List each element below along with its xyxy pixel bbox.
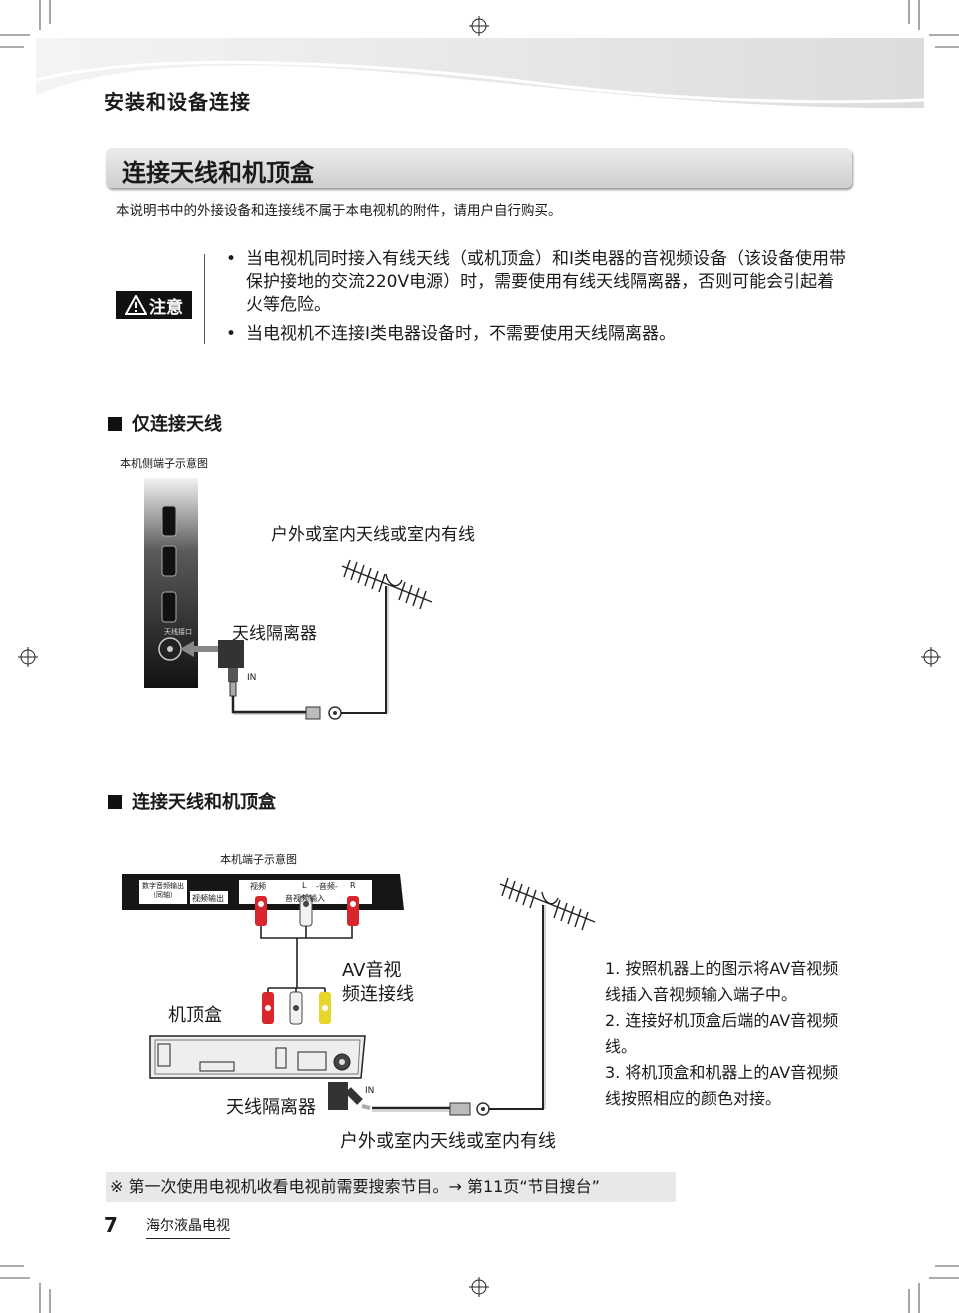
footnote: ※ 第一次使用电视机收看电视前需要搜索节目。→ 第11页“节目搜台” <box>106 1172 676 1202</box>
in-label: IN <box>365 1086 375 1096</box>
hdmi-port-icon <box>161 505 177 623</box>
panel-audio-label: -音频- <box>316 882 338 891</box>
section1-heading: 仅连接天线 <box>108 410 222 436</box>
rca-plug-icon <box>255 895 359 927</box>
step-item: 1. 按照机器上的图示将AV音视频线插入音视频输入端子中。 <box>605 959 839 1004</box>
isolator-icon <box>218 640 244 682</box>
in-label: IN <box>247 673 257 683</box>
panel-av-in-label: 音视频输入 <box>285 894 325 903</box>
isolator-icon <box>328 1082 363 1110</box>
av-cable-label: 频连接线 <box>342 984 414 1005</box>
av-cable-label: AV音视 <box>342 960 402 981</box>
header-swoosh <box>36 38 924 109</box>
antenna-port-label: 天线接口 <box>164 628 192 636</box>
rca-plug-icon <box>262 991 331 1025</box>
panel-video-out-label: 视频输出 <box>192 894 224 903</box>
set-top-box-icon <box>149 1035 366 1079</box>
antenna-label: 户外或室内天线或室内有线 <box>271 525 475 545</box>
caution-divider <box>204 254 205 344</box>
caution-badge: 注意 <box>116 291 192 319</box>
caution-note: 当电视机不连接I类电器设备时，不需要使用天线隔离器。 <box>226 323 846 346</box>
section1-diagram-caption: 本机侧端子示意图 <box>120 457 208 470</box>
square-bullet-icon <box>108 417 122 431</box>
panel-digital-audio-label: 数字音频输出 （同轴） <box>142 882 184 899</box>
warning-icon <box>125 295 147 315</box>
antenna-icon <box>499 877 596 931</box>
brand-name: 海尔液晶电视 <box>146 1215 230 1239</box>
page-title: 连接天线和机顶盒 <box>122 159 314 187</box>
intro-text: 本说明书中的外接设备和连接线不属于本电视机的附件，请用户自行购买。 <box>116 203 562 219</box>
page-number: 7 <box>104 1213 118 1237</box>
stb-label: 机顶盒 <box>168 1005 222 1026</box>
caution-note: 当电视机同时接入有线天线（或机顶盒）和I类电器的音视频设备（该设备使用带保护接地… <box>226 248 846 317</box>
square-bullet-icon <box>108 795 122 809</box>
isolator-label: 天线隔离器 <box>226 1097 316 1118</box>
caution-label: 注意 <box>149 297 183 318</box>
section2-heading: 连接天线和机顶盒 <box>108 788 276 814</box>
registration-mark <box>18 16 941 1297</box>
isolator-label: 天线隔离器 <box>232 624 317 644</box>
panel-video-label: 视频 <box>250 882 266 891</box>
step-item: 2. 连接好机顶盒后端的AV音视频线。 <box>605 1011 839 1056</box>
panel-r-label: R <box>350 881 356 890</box>
antenna-label: 户外或室内天线或室内有线 <box>340 1131 556 1152</box>
title-bar: 连接天线和机顶盒 <box>106 148 852 188</box>
step-item: 3. 将机顶盒和机器上的AV音视频线按照相应的颜色对接。 <box>605 1063 839 1108</box>
panel-l-label: L <box>302 881 307 890</box>
caution-notes: 当电视机同时接入有线天线（或机顶盒）和I类电器的音视频设备（该设备使用带保护接地… <box>226 248 846 352</box>
section2-diagram-caption: 本机端子示意图 <box>220 853 297 866</box>
antenna-icon <box>341 559 433 610</box>
steps-list: 1. 按照机器上的图示将AV音视频线插入音视频输入端子中。 2. 连接好机顶盒后… <box>605 956 850 1112</box>
section-header: 安装和设备连接 <box>104 90 251 114</box>
